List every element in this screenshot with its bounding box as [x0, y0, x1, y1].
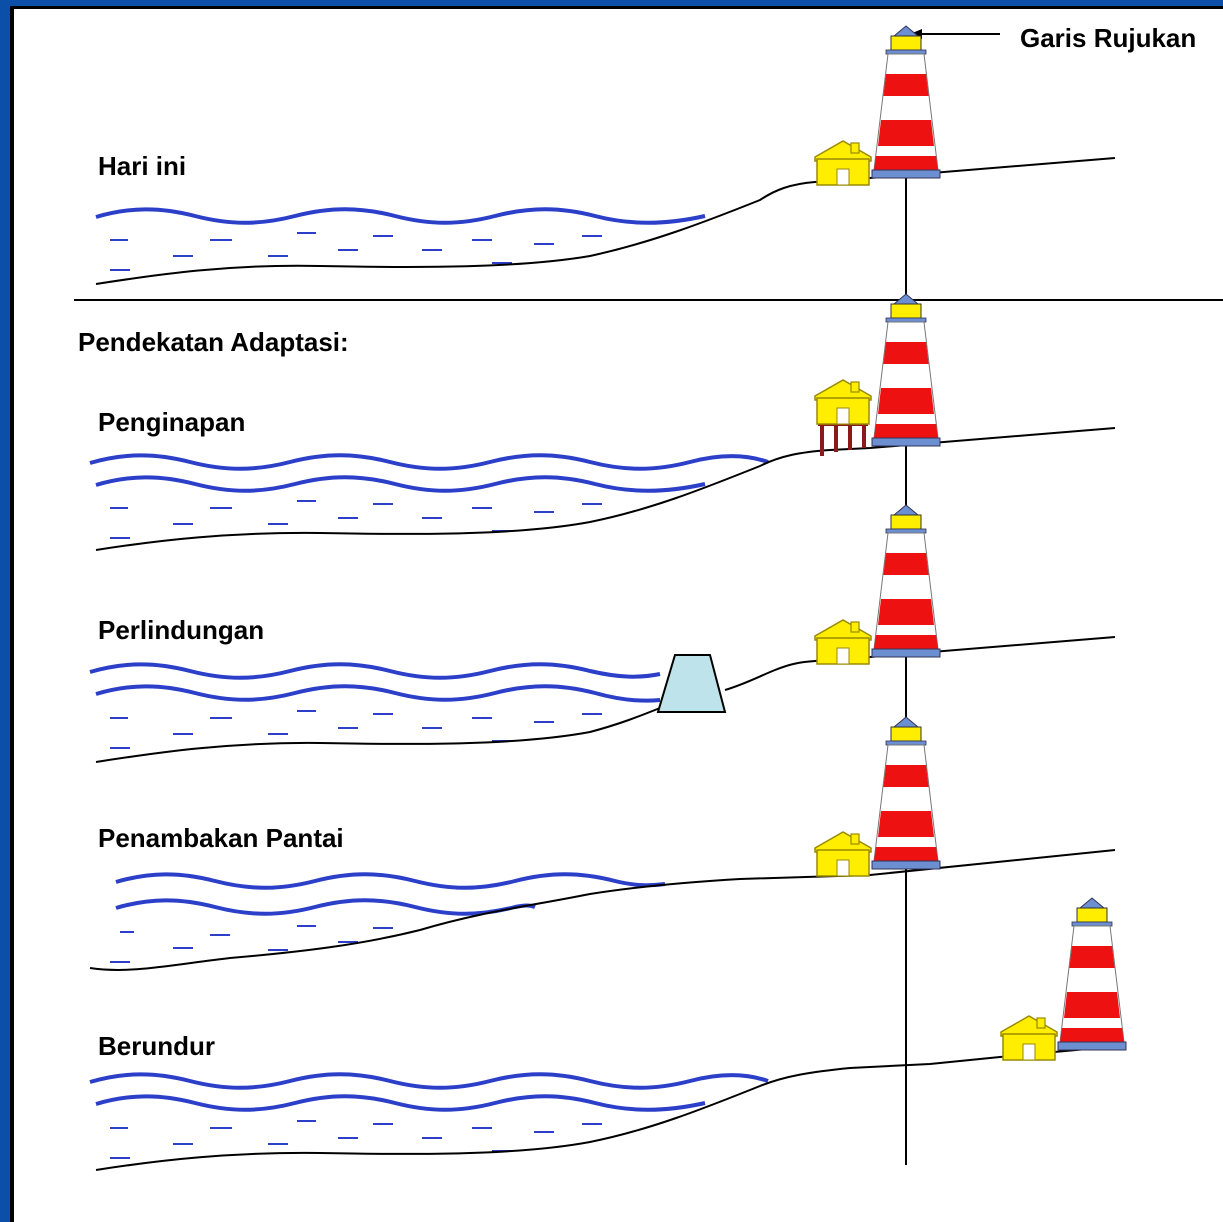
panel-label: Hari ini — [98, 151, 186, 181]
panel-protection: Perlindungan — [90, 505, 1115, 762]
lighthouse-icon — [872, 717, 940, 869]
house-icon — [815, 380, 871, 424]
panel-label: Penginapan — [98, 407, 245, 437]
section-heading: Pendekatan Adaptasi: — [78, 327, 349, 357]
panel-label: Perlindungan — [98, 615, 264, 645]
panel-label: Penambakan Pantai — [98, 823, 344, 853]
house-icon — [815, 832, 871, 876]
reference-label: Garis Rujukan — [1020, 23, 1196, 53]
house-icon — [815, 141, 871, 185]
lighthouse-icon — [872, 26, 940, 178]
panel-label: Berundur — [98, 1031, 215, 1061]
panel-today: Hari ini — [96, 26, 1115, 284]
panel-beach-nourishment: Penambakan Pantai — [90, 717, 1115, 970]
lighthouse-icon — [872, 505, 940, 657]
house-icon — [1001, 1016, 1057, 1060]
house-icon — [815, 620, 871, 664]
panel-retreat: Berundur — [90, 898, 1126, 1170]
lighthouse-icon — [872, 294, 940, 446]
seawall — [658, 655, 725, 712]
lighthouse-icon — [1058, 898, 1126, 1050]
